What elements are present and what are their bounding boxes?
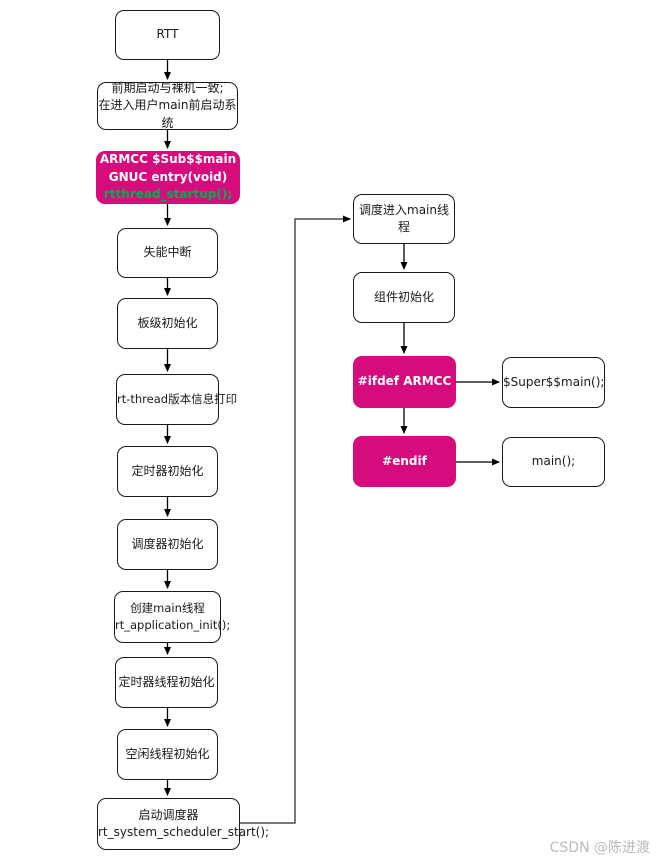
node-version-print: rt-thread版本信息打印 [116,374,238,425]
node-endif: #endif [353,436,456,487]
node-armcc-entry-label: ARMCC $Sub$$main GNUC entry(void) [99,152,237,184]
node-main-label: main(); [531,454,576,469]
node-armcc-entry: ARMCC $Sub$$main GNUC entry(void) rtthre… [96,151,240,204]
node-schedule-main-label: 调度进入main线程 [359,202,449,234]
node-main: main(); [502,437,605,487]
node-armcc-entry-code: rtthread_startup(); [103,187,233,202]
node-component-init: 组件初始化 [353,272,455,323]
node-disable-irq-label: 失能中断 [143,245,192,260]
node-timer-init: 定时器初始化 [117,446,218,497]
node-scheduler-init-label: 调度器初始化 [131,536,204,551]
node-version-print-label: rt-thread版本信息打印 [117,392,238,407]
node-create-main-label: 创建main线程 rt_application_init(); [115,601,231,632]
node-board-init: 板级初始化 [117,298,218,349]
node-timer-thread-init: 定时器线程初始化 [115,657,218,708]
node-rtt: RTT [115,10,220,60]
watermark: CSDN @陈进渡 [549,840,650,856]
node-schedule-main: 调度进入main线程 [353,194,455,244]
node-idle-thread-init: 空闲线程初始化 [117,729,218,780]
node-prestart: 前期启动与裸机一致; 在进入用户main前启动系统 [97,80,238,130]
node-timer-init-label: 定时器初始化 [131,463,204,478]
node-rtt-label: RTT [156,27,179,42]
node-super-main-label: $Super$$main(); [503,374,605,389]
node-component-init-label: 组件初始化 [373,289,434,304]
node-ifdef-armcc-label: #ifdef ARMCC [357,374,452,389]
node-start-scheduler-label: 启动调度器 rt_system_scheduler_start(); [98,807,270,839]
node-timer-thread-init-label: 定时器线程初始化 [118,674,215,689]
node-ifdef-armcc: #ifdef ARMCC [353,356,456,408]
node-endif-label: #endif [382,453,427,468]
node-disable-irq: 失能中断 [117,228,218,278]
node-scheduler-init: 调度器初始化 [117,519,218,570]
node-super-main: $Super$$main(); [502,357,605,408]
node-idle-thread-init-label: 空闲线程初始化 [125,746,210,761]
elbow-start-scheduler-to-schedule-main [240,215,351,824]
node-start-scheduler: 启动调度器 rt_system_scheduler_start(); [97,798,270,850]
node-board-init-label: 板级初始化 [137,315,198,330]
node-prestart-label: 前期启动与裸机一致; 在进入用户main前启动系统 [98,80,237,130]
node-create-main: 创建main线程 rt_application_init(); [114,591,231,643]
